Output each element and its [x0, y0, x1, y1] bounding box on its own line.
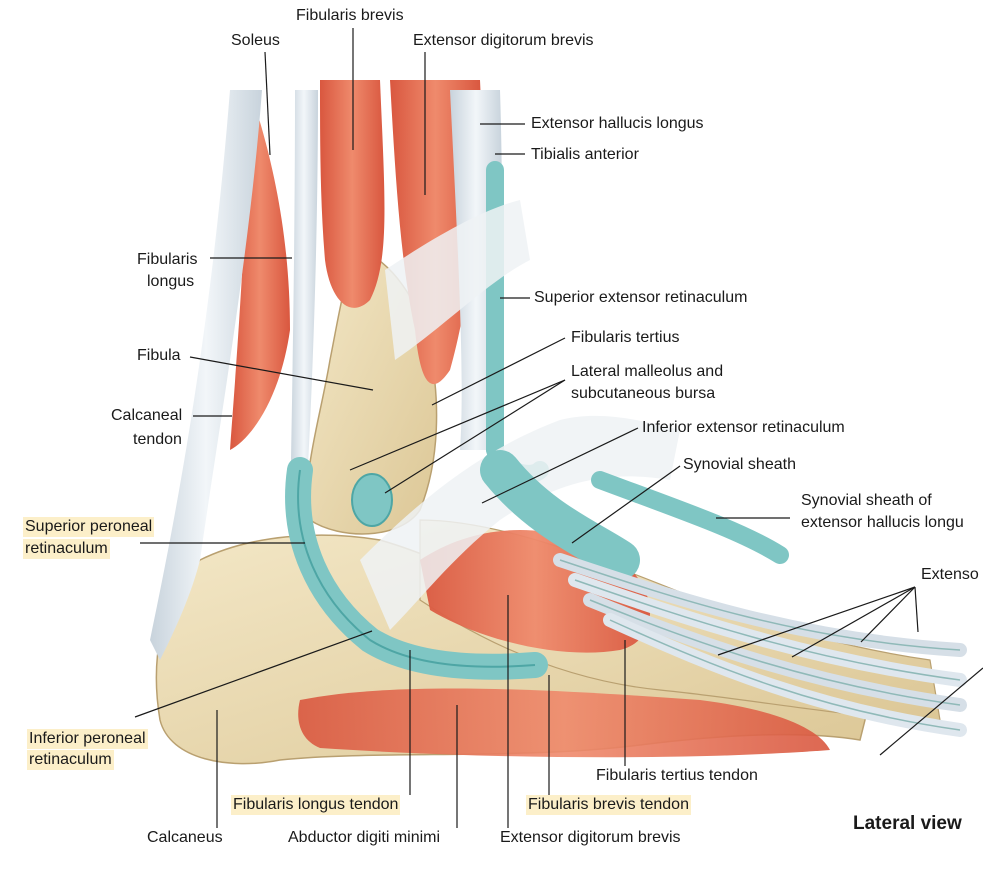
ehl-synovial-sheath [591, 471, 789, 564]
label-fibularis-tertius: Fibularis tertius [571, 329, 680, 346]
label-fibularis-longus-tendon: Fibularis longus tendon [231, 795, 401, 815]
label-lateral-malleolus-2: subcutaneous bursa [571, 385, 716, 402]
label-synovial-sheath-ehl-1: Synovial sheath of [801, 492, 932, 509]
fibularis-longus-tendon-upper [290, 90, 318, 520]
label-lateral-malleolus-1: Lateral malleolus and [571, 363, 724, 380]
abductor-digiti-minimi-muscle [298, 688, 830, 758]
label-abductor-digiti-minimi: Abductor digiti minimi [288, 829, 441, 846]
label-fibula: Fibula [137, 347, 181, 364]
label-extensor-cut: Extenso [921, 566, 979, 583]
view-title: Lateral view [853, 813, 962, 834]
label-calcaneal-tendon-1: Calcaneal [111, 407, 183, 424]
fibularis-brevis-muscle [320, 80, 385, 308]
label-soleus: Soleus [231, 32, 280, 49]
label-tibialis-anterior: Tibialis anterior [531, 146, 639, 163]
superior-extensor-retinaculum [385, 200, 530, 360]
label-extensor-digitorum-brevis-top: Extensor digitorum brevis [413, 32, 594, 49]
label-fibularis-longus-1: Fibularis [137, 251, 198, 268]
label-fibularis-brevis-tendon: Fibularis brevis tendon [526, 795, 691, 815]
label-superior-peroneal-2: retinaculum [23, 539, 110, 559]
label-fibularis-longus-2: longus [147, 273, 195, 290]
subcutaneous-bursa [351, 473, 393, 527]
label-superior-peroneal-1: Superior peroneal [23, 517, 155, 537]
inferior-extensor-retinaculum [360, 415, 680, 630]
label-inferior-peroneal-1: Inferior peroneal [27, 729, 148, 749]
label-extensor-digitorum-brevis-bottom: Extensor digitorum brevis [500, 829, 681, 846]
label-inferior-extensor-retinaculum: Inferior extensor retinaculum [642, 419, 845, 436]
leader-lines [134, 28, 983, 828]
label-synovial-sheath: Synovial sheath [683, 456, 796, 473]
soleus-muscle [230, 90, 290, 450]
label-superior-extensor-retinaculum: Superior extensor retinaculum [534, 289, 748, 306]
calcaneal-tendon [150, 90, 262, 660]
label-fibularis-tertius-tendon: Fibularis tertius tendon [596, 767, 758, 784]
label-fibularis-brevis: Fibularis brevis [296, 7, 404, 24]
label-calcaneus: Calcaneus [147, 829, 223, 846]
label-synovial-sheath-ehl-2: extensor hallucis longu [801, 514, 964, 531]
label-calcaneal-tendon-2: tendon [133, 431, 182, 448]
label-inferior-peroneal-2: retinaculum [27, 750, 114, 770]
extensor-synovial-sheath [480, 450, 640, 580]
label-extensor-hallucis-longus: Extensor hallucis longus [531, 115, 704, 132]
